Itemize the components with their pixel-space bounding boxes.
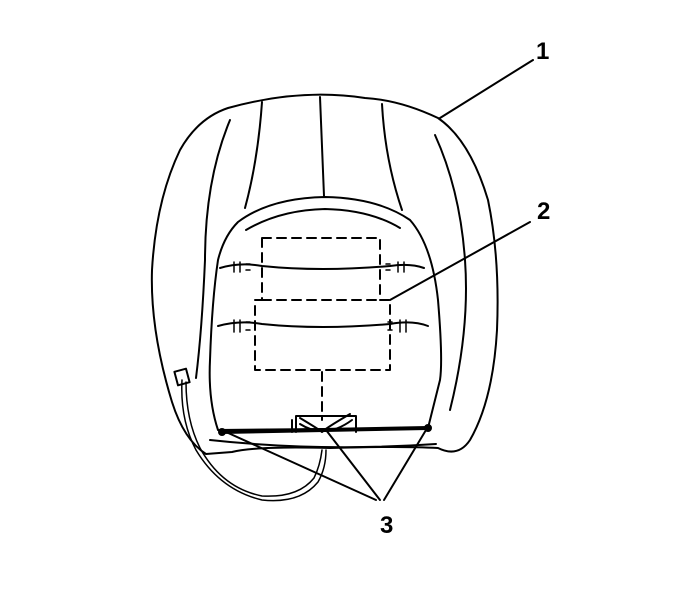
harness-connector: [173, 367, 191, 387]
headrest-seam-center: [319, 96, 325, 197]
center-connector-bow: [299, 413, 351, 433]
wire-harness: [181, 379, 327, 502]
leader-line-3a: [225, 431, 377, 501]
heating-element-pad: [254, 237, 391, 371]
lower-seam: [217, 321, 429, 328]
callout-label-3: 3: [380, 512, 394, 539]
leader-line-3b: [325, 429, 381, 501]
seat-back-cushion-outline: [150, 93, 499, 455]
inner-bolster-line-right: [434, 134, 467, 411]
leader-line-2: [389, 221, 531, 301]
leader-line-3c: [383, 429, 427, 501]
seat-back-bottom-edge: [209, 439, 437, 449]
leader-line-1: [439, 59, 534, 119]
wire-harness-inner: [185, 381, 323, 497]
seat-insert-inner-edge: [245, 208, 401, 231]
inner-bolster-line: [195, 119, 231, 379]
headrest-panel: [244, 101, 263, 209]
headrest-panel-right: [381, 103, 403, 211]
retainer-rod-left-end: [218, 428, 226, 436]
callout-label-2: 2: [537, 198, 551, 225]
upper-seam: [219, 263, 425, 270]
seam-clips: [233, 261, 407, 333]
seat-insert-panel: [208, 196, 443, 431]
center-connector: [291, 415, 357, 433]
callout-label-1: 1: [536, 38, 550, 65]
